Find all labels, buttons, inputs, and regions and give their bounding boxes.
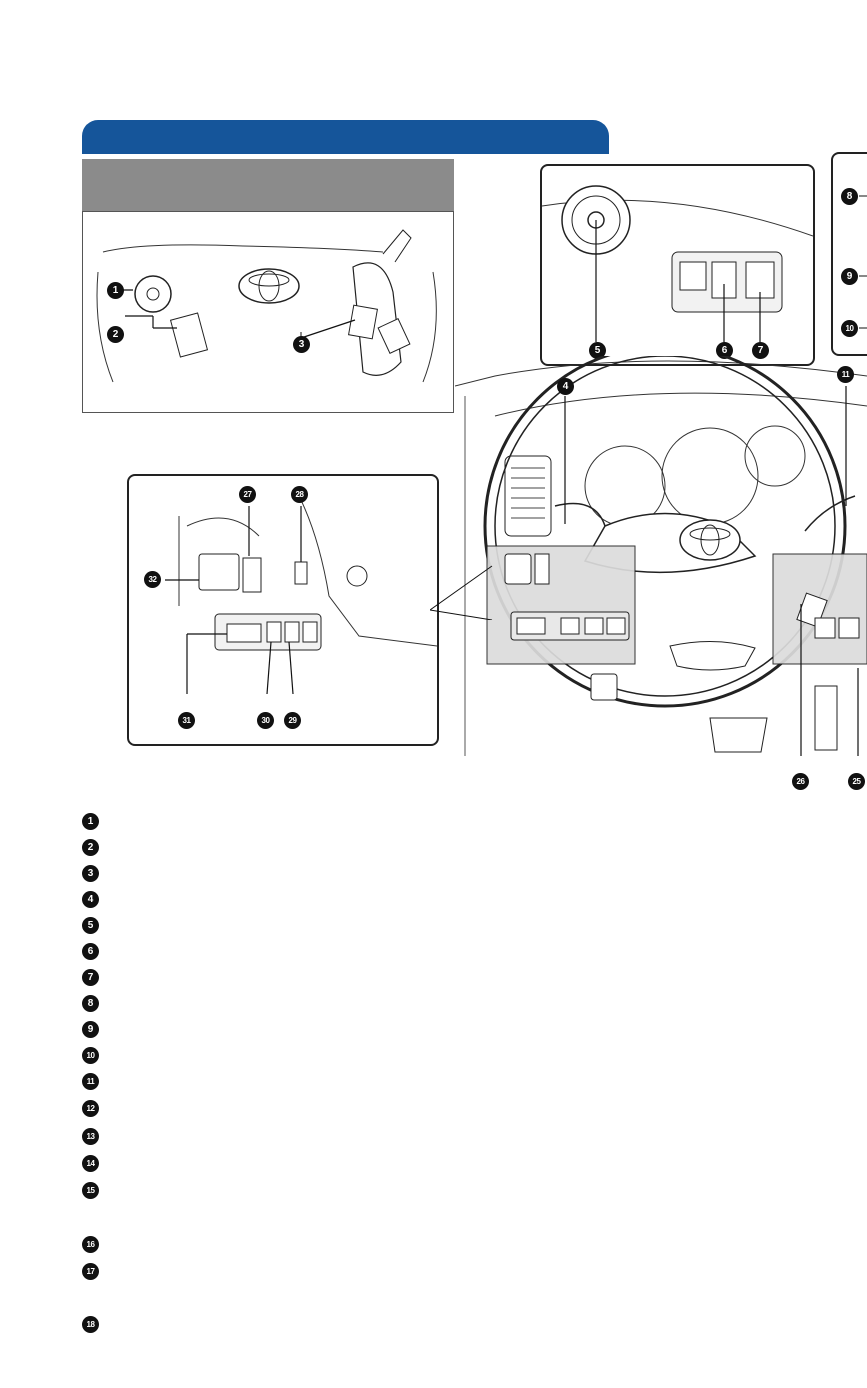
legend-item-17: 17 [82,1263,99,1280]
legend-item-5: 5 [82,917,99,934]
callout-9: 9 [841,268,858,285]
left-panel-illustration [165,495,437,695]
right-switch-panel: 8 9 10 [831,152,867,356]
callout-3: 3 [293,336,310,353]
callout-30: 30 [257,712,274,729]
steering-controls-inset: 1 2 3 [82,211,454,413]
legend-item-3: 3 [82,865,99,882]
callout-4: 4 [557,378,574,395]
legend-item-14: 14 [82,1155,99,1172]
callout-8: 8 [841,188,858,205]
callout-29: 29 [284,712,301,729]
legend-item-7: 7 [82,969,99,986]
right-panel-lines [859,195,867,329]
ignition-switch-panel: 5 6 7 [540,164,815,366]
callout-10: 10 [841,320,858,337]
inset-header-bar [82,159,454,211]
legend-item-1: 1 [82,813,99,830]
ignition-panel-illustration [542,185,813,342]
callout-26: 26 [792,773,809,790]
callout-2: 2 [107,326,124,343]
legend-item-12: 12 [82,1100,99,1117]
legend-item-6: 6 [82,943,99,960]
legend-item-16: 16 [82,1236,99,1253]
callout-6: 6 [716,342,733,359]
callout-28: 28 [291,486,308,503]
left-switch-panel: 27 28 29 30 31 32 [127,474,439,746]
legend-item-13: 13 [82,1128,99,1145]
legend-item-11: 11 [82,1073,99,1090]
callout-1: 1 [107,282,124,299]
callout-31: 31 [178,712,195,729]
legend-item-8: 8 [82,995,99,1012]
callout-25: 25 [848,773,865,790]
callout-27: 27 [239,486,256,503]
callout-11: 11 [837,366,854,383]
legend-item-15: 15 [82,1182,99,1199]
legend-item-18: 18 [82,1316,99,1333]
left-connector-lines [430,565,493,620]
legend-item-4: 4 [82,891,99,908]
dashboard-illustration [455,356,867,756]
callout-5: 5 [589,342,606,359]
legend-item-10: 10 [82,1047,99,1064]
legend-item-2: 2 [82,839,99,856]
callout-32: 32 [144,571,161,588]
callout-7: 7 [752,342,769,359]
section-header-tab [82,120,609,154]
legend-item-9: 9 [82,1021,99,1038]
steering-wheel-illustration [96,229,437,383]
